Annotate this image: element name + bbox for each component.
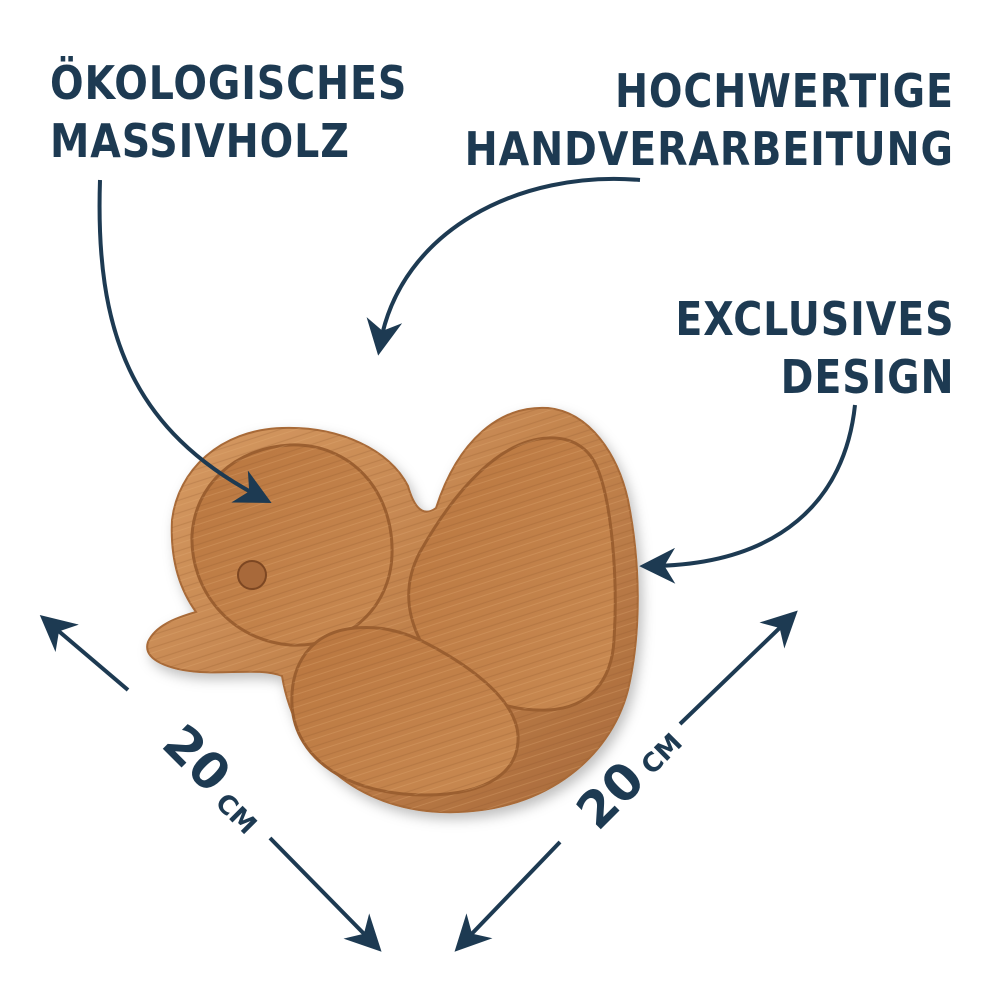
dimension-depth-unit: CM <box>636 728 689 781</box>
callout-craft-line2: HANDVERARBEITUNG <box>464 122 954 176</box>
dimension-width-unit: CM <box>209 788 262 841</box>
plate-well-wing <box>407 436 617 712</box>
duck-eye <box>237 560 267 590</box>
callout-craft-line1: HOCHWERTIGE <box>615 64 954 118</box>
dimension-depth-line-lower <box>454 840 562 952</box>
dimension-width-line-lower <box>268 836 382 952</box>
callout-material-line1: ÖKOLOGISCHES <box>50 56 408 110</box>
dimension-depth-line-upper <box>678 610 798 726</box>
callout-craft: HOCHWERTIGE HANDVERARBEITUNG <box>465 62 954 178</box>
arrow-craft <box>366 177 641 356</box>
callout-design: EXCLUSIVES DESIGN <box>675 290 954 406</box>
callout-design-line1: EXCLUSIVES <box>674 292 954 346</box>
dimension-width-line-upper <box>39 615 130 692</box>
arrow-material <box>97 179 272 503</box>
plate-well-body <box>290 626 520 797</box>
callout-material: ÖKOLOGISCHES MASSIVHOLZ <box>50 54 407 170</box>
callout-design-line2: DESIGN <box>780 350 954 404</box>
callout-material-line2: MASSIVHOLZ <box>50 114 350 168</box>
arrow-design <box>639 404 857 584</box>
